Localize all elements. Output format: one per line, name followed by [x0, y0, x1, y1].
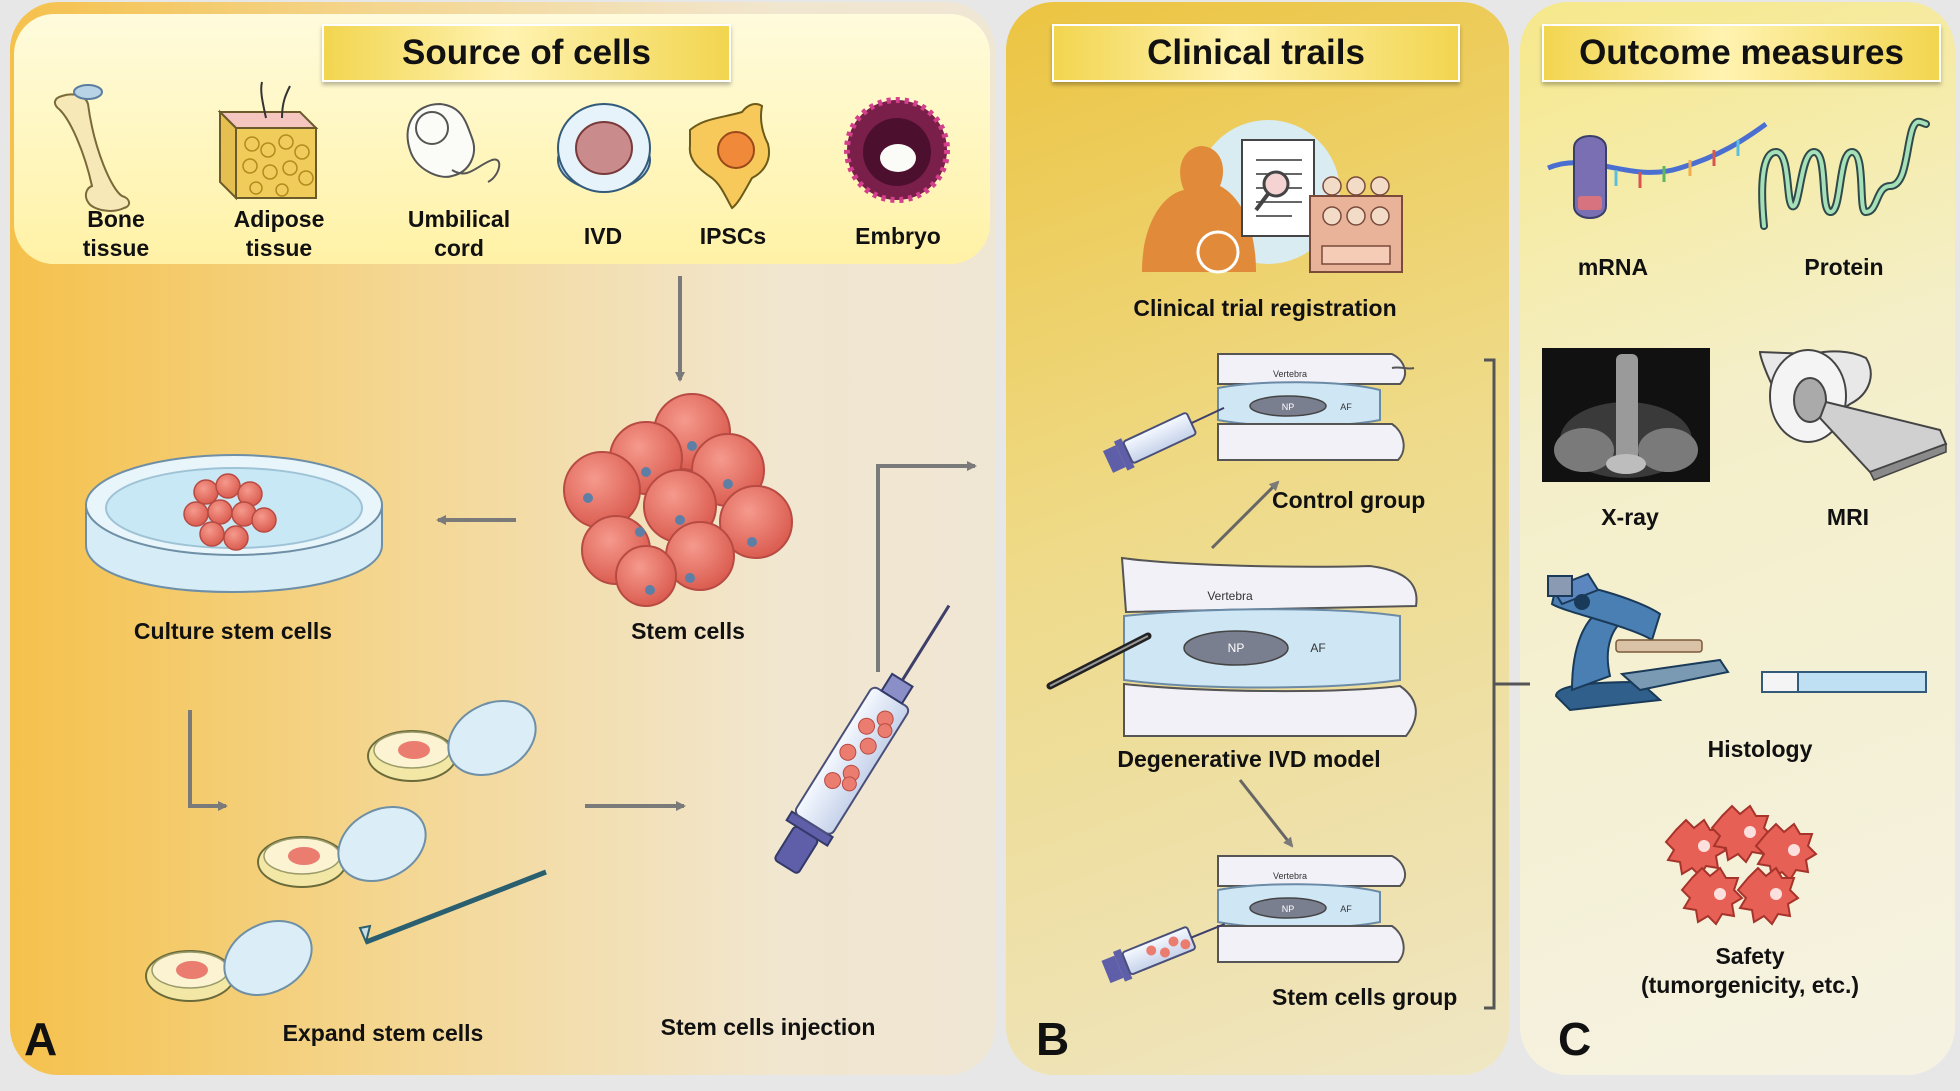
panel-b-letter: B — [1036, 1013, 1070, 1065]
stem-group-np-label: NP — [1282, 904, 1295, 914]
stem-group-syringe-icon — [1101, 923, 1226, 984]
model-af-label: AF — [1310, 641, 1325, 655]
source-embryo-label: Embryo — [855, 223, 941, 249]
panel-a-letter: A — [24, 1013, 58, 1065]
control-disc-icon: NP AF Vertebra — [1217, 353, 1415, 461]
source-ipsc-label: IPSCs — [699, 223, 767, 249]
source-ivd-label: IVD — [583, 223, 623, 249]
stem-cells-cluster — [563, 393, 793, 607]
mrna-icon — [1547, 121, 1768, 219]
arrow-to-expand — [188, 710, 228, 811]
stem-cells-group-label: Stem cells group — [1272, 984, 1458, 1010]
control-group-label: Control group — [1272, 487, 1426, 513]
ivd-disc-icon — [557, 103, 651, 193]
registration-label: Clinical trial registration — [1133, 295, 1397, 321]
mri-scanner-icon — [1758, 349, 1948, 481]
syringe-icon — [774, 604, 951, 874]
mri-label: MRI — [1826, 504, 1870, 530]
stem-group-vertebra-label: Vertebra — [1273, 871, 1307, 881]
mrna-label: mRNA — [1577, 254, 1649, 280]
model-disc-icon: NP AF Vertebra — [1046, 556, 1418, 737]
expand-dishes-icon — [145, 700, 547, 1002]
xray-icon — [1542, 348, 1710, 482]
control-syringe-icon — [1102, 406, 1225, 473]
injection-label: Stem cells injection — [660, 1014, 876, 1040]
ipsc-cell-icon — [688, 103, 770, 210]
source-adipose-label: Adipose tissue — [233, 206, 325, 261]
panel-b-title: Clinical trails — [1052, 24, 1460, 82]
source-bone-label: Bone tissue — [82, 206, 150, 261]
culture-dish-icon — [85, 454, 383, 594]
model-np-label: NP — [1228, 641, 1245, 655]
bracket-to-outcomes — [1484, 358, 1530, 1010]
panel-a-title: Source of cells — [322, 24, 731, 82]
adipose-tissue-icon — [217, 81, 319, 201]
microscope-icon — [1547, 572, 1927, 712]
fetus-icon — [406, 102, 501, 183]
arrow-to-control — [1210, 480, 1280, 550]
tumor-cells-icon — [1664, 804, 1818, 926]
control-vertebra-label: Vertebra — [1273, 369, 1307, 379]
safety-label: Safety (tumorgenicity, etc.) — [1640, 943, 1860, 998]
control-af-label: AF — [1340, 402, 1352, 412]
culture-label: Culture stem cells — [133, 618, 333, 644]
protein-icon — [1758, 117, 1930, 230]
stem-group-af-label: AF — [1340, 904, 1352, 914]
control-np-label: NP — [1282, 402, 1295, 412]
model-vertebra-label: Vertebra — [1207, 589, 1253, 603]
blastocyst-icon — [844, 97, 950, 203]
expand-label: Expand stem cells — [282, 1020, 484, 1046]
stem-group-disc-icon: NP AF Vertebra — [1217, 855, 1407, 963]
protein-label: Protein — [1804, 254, 1884, 280]
ivd-model-label: Degenerative IVD model — [1117, 746, 1381, 772]
stem-cells-label: Stem cells — [631, 618, 745, 644]
source-umbilical-label: Umbilical cord — [407, 206, 511, 261]
histology-label: Histology — [1707, 736, 1813, 762]
arrow-to-stem-group — [1238, 779, 1294, 848]
arrow-to-clinical-trials — [876, 461, 977, 672]
panel-c-letter: C — [1558, 1013, 1592, 1065]
clinical-registration-icon — [1142, 120, 1403, 274]
xray-label: X-ray — [1601, 504, 1659, 530]
bone-icon — [54, 84, 130, 212]
panel-c-title: Outcome measures — [1542, 24, 1941, 82]
